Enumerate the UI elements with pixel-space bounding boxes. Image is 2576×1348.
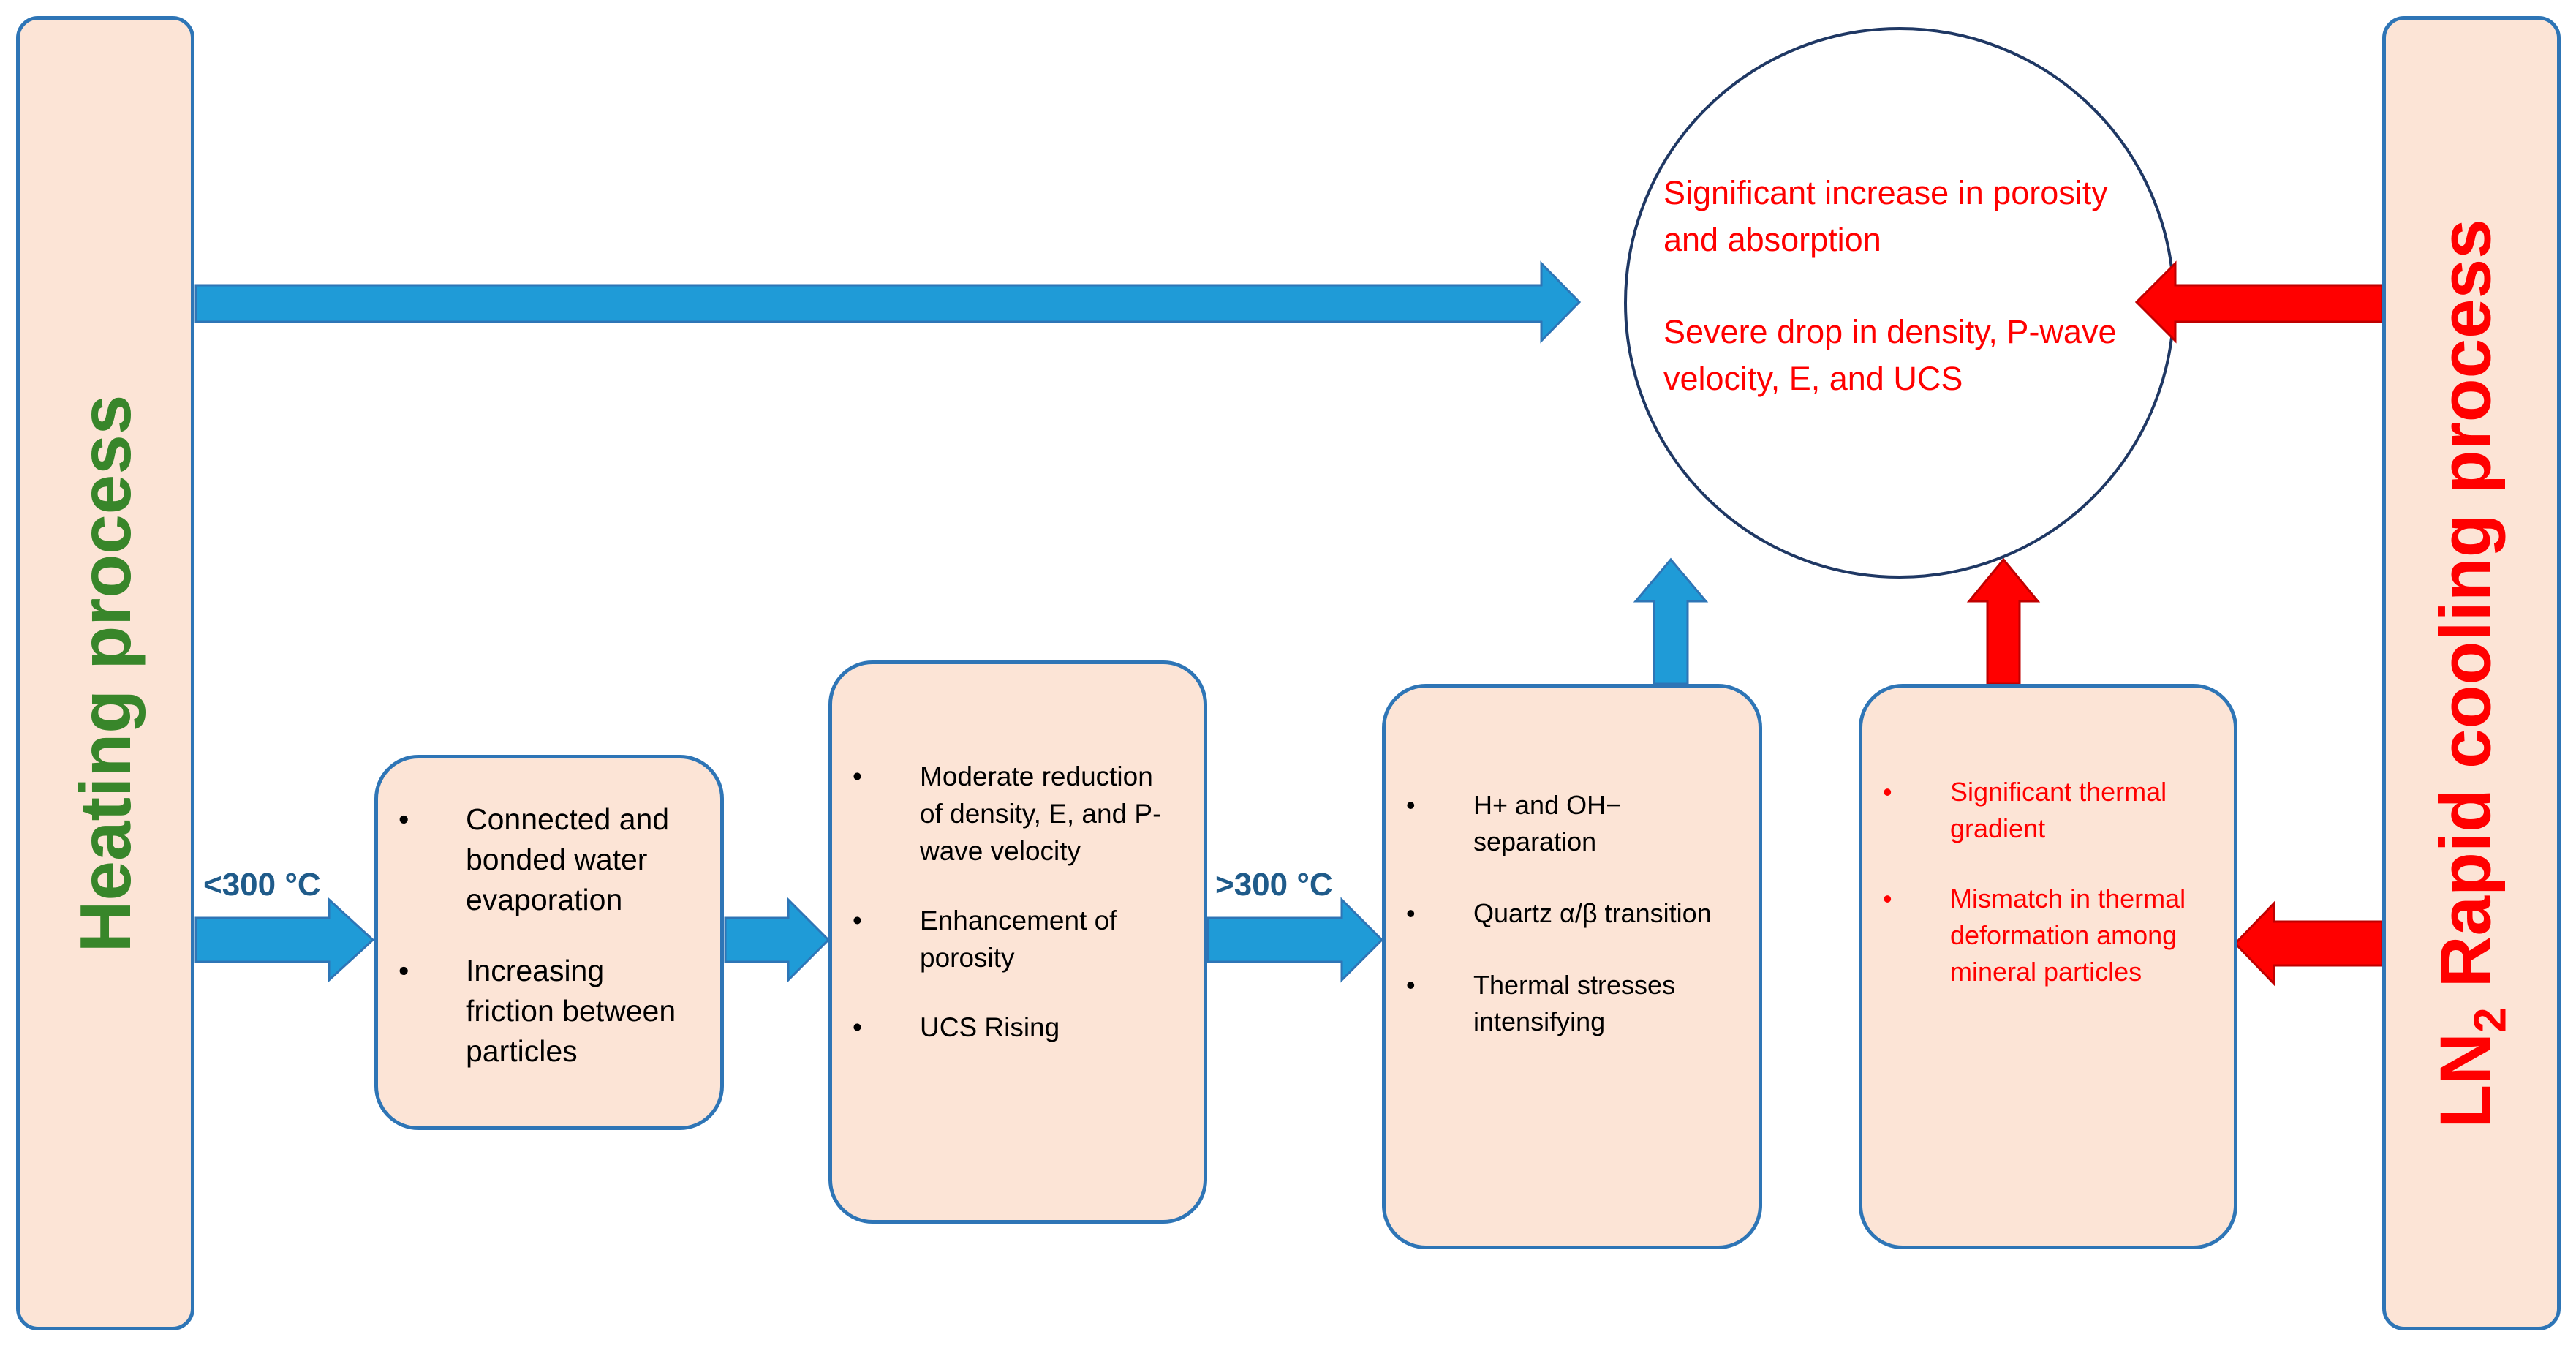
box-water-evaporation: •Connected and bonded water evaporation …: [374, 755, 724, 1130]
bullet-icon: •: [1406, 970, 1416, 1000]
top-heating-arrow: [194, 260, 1582, 344]
temp-label-above-300: >300 °C: [1215, 867, 1333, 903]
box2-item: •Moderate reduction of density, E, and P…: [832, 758, 1174, 870]
box4-item: •Significant thermal gradient: [1862, 774, 2205, 847]
arrow-box1-to-box2: [724, 897, 831, 983]
box-thermal-stresses: •H+ and OH− separation •Quartz α/β trans…: [1382, 684, 1762, 1249]
box-density-reduction: •Moderate reduction of density, E, and P…: [828, 660, 1207, 1224]
bullet-icon: •: [1883, 777, 1892, 807]
box3-item: •Quartz α/β transition: [1386, 895, 1729, 932]
bullet-icon: •: [853, 761, 862, 791]
box3-item: •H+ and OH− separation: [1386, 787, 1729, 860]
outcome-text: Significant increase in porosity and abs…: [1663, 170, 2131, 448]
top-cooling-arrow: [2134, 260, 2384, 344]
heating-process-panel: Heating process: [16, 16, 194, 1330]
arrow-heating-to-box1: [194, 897, 375, 983]
bullet-icon: •: [853, 1012, 862, 1042]
temp-label-below-300: <300 °C: [203, 867, 321, 903]
outcome-line-1: Significant increase in porosity and abs…: [1663, 174, 2108, 258]
heating-process-label: Heating process: [65, 394, 146, 952]
box4-item: •Mismatch in thermal deformation among m…: [1862, 881, 2205, 990]
cooling-label-rest: Rapid cooling process: [2425, 218, 2506, 1008]
outcome-line-2: Severe drop in density, P-wave velocity,…: [1663, 313, 2117, 397]
box1-item: •Connected and bonded water evaporation: [378, 799, 691, 920]
box1-item: •Increasing friction between particles: [378, 951, 691, 1072]
bullet-icon: •: [1406, 898, 1416, 928]
arrow-box3-to-circle: [1633, 557, 1709, 685]
box2-list: •Moderate reduction of density, E, and P…: [832, 758, 1174, 1046]
bullet-icon: •: [399, 802, 409, 836]
cooling-label-ln: LN: [2425, 1032, 2506, 1129]
arrow-cooling-to-box4: [2233, 900, 2384, 987]
cooling-process-panel: LN2 Rapid cooling process: [2382, 16, 2561, 1330]
bullet-icon: •: [1406, 790, 1416, 820]
cooling-label-subscript: 2: [2465, 1007, 2516, 1033]
arrow-box4-to-circle: [1966, 557, 2041, 685]
box2-item: •Enhancement of porosity: [832, 902, 1174, 976]
box2-item: •UCS Rising: [832, 1009, 1174, 1046]
bullet-icon: •: [1883, 884, 1892, 914]
arrow-box2-to-box3: [1206, 897, 1384, 983]
box4-list: •Significant thermal gradient •Mismatch …: [1862, 774, 2205, 990]
box-thermal-gradient: •Significant thermal gradient •Mismatch …: [1859, 684, 2237, 1249]
bullet-icon: •: [853, 905, 862, 935]
box3-item: •Thermal stresses intensifying: [1386, 967, 1729, 1040]
bullet-icon: •: [399, 954, 409, 987]
cooling-process-label: LN2 Rapid cooling process: [2425, 219, 2516, 1128]
box1-list: •Connected and bonded water evaporation …: [378, 799, 691, 1072]
box3-list: •H+ and OH− separation •Quartz α/β trans…: [1386, 787, 1729, 1040]
